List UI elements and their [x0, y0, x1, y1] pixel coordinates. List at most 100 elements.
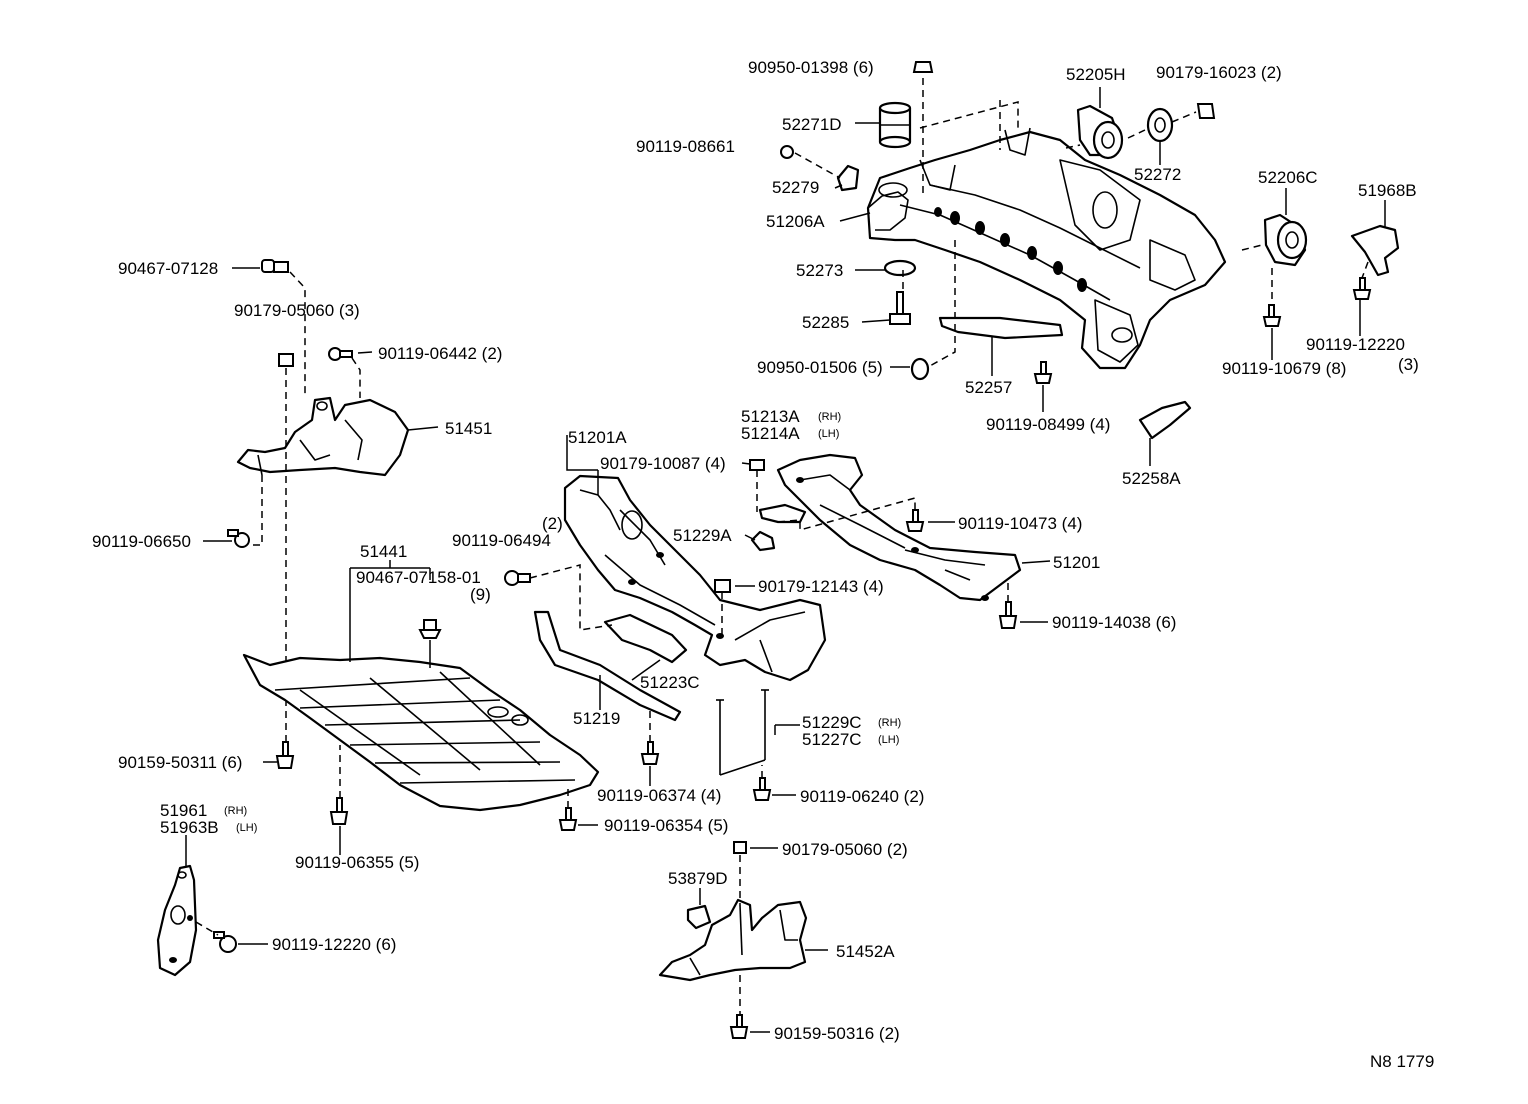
brace-52258A	[1138, 400, 1192, 440]
label-90119-06355: 90119-06355 (5)	[295, 853, 419, 872]
label-51206A: 51206A	[766, 212, 825, 231]
leaders-51961	[185, 835, 268, 945]
brace-51229C	[716, 689, 769, 776]
label-52258A: 52258A	[1122, 469, 1181, 488]
bolt-90119-12220-front	[213, 931, 237, 953]
label-51201A: 51201A	[568, 428, 627, 447]
label-90179-05060-3: 90179-05060 (3)	[234, 301, 360, 320]
label-51223C: 51223C	[640, 673, 700, 692]
label-51213A-rh: (RH)	[818, 411, 841, 423]
label-90119-12220-rear: 90119-12220	[1306, 335, 1405, 354]
diagram-code: N8 1779	[1370, 1052, 1434, 1071]
bolt-90119-06240	[752, 777, 772, 801]
bolt-90119-06494	[504, 570, 531, 586]
label-51961: 51961	[160, 801, 207, 820]
label-51229A: 51229A	[673, 526, 732, 545]
label-90119-06494: 90119-06494	[452, 531, 551, 550]
bolt-90119-08499	[1033, 361, 1053, 384]
bolt-90119-08661	[780, 145, 794, 159]
bushing-52271D	[878, 101, 912, 149]
label-51963B: 51963B	[160, 818, 219, 837]
label-90119-06650: 90119-06650	[92, 532, 191, 551]
label-52206C: 52206C	[1258, 168, 1318, 187]
brace-51219	[533, 610, 682, 722]
label-52257: 52257	[965, 378, 1012, 397]
bolt-90119-06650	[227, 529, 250, 548]
bolt-90119-06355	[329, 797, 349, 825]
label-90179-16023: 90179-16023 (2)	[1156, 63, 1282, 82]
label-90179-05060-2: 90179-05060 (2)	[782, 840, 908, 859]
leaders-left-shield	[203, 267, 439, 680]
label-90119-06354: 90119-06354 (5)	[604, 816, 728, 835]
label-52271D: 52271D	[782, 115, 842, 134]
crossmember-51201A	[563, 474, 827, 682]
label-90119-08499: 90119-08499 (4)	[986, 415, 1110, 434]
label-90950-01506: 90950-01506 (5)	[757, 358, 883, 377]
bolt-90119-06442	[328, 347, 353, 361]
bolt-90159-50316	[729, 1014, 749, 1039]
label-90119-12220-rear-qty: (3)	[1398, 355, 1419, 374]
label-52279: 52279	[772, 178, 819, 197]
engine-under-cover-51451	[236, 396, 410, 477]
retainer-53879D	[686, 904, 712, 930]
label-52205H: 52205H	[1066, 65, 1126, 84]
bushing-52205H	[1076, 104, 1124, 160]
bushing-52272	[1146, 107, 1174, 143]
label-51229C-rh: (RH)	[878, 717, 901, 729]
label-52272: 52272	[1134, 165, 1181, 184]
label-90119-06240: 90119-06240 (2)	[800, 787, 924, 806]
bolt-90119-14038	[998, 601, 1018, 629]
label-52285: 52285	[802, 313, 849, 332]
bolt-90467-07128	[261, 259, 289, 273]
bolt-90159-50311	[275, 741, 295, 769]
label-51229C: 51229C	[802, 713, 862, 732]
crossmember-51201	[776, 453, 1022, 602]
label-51961-rh: (RH)	[224, 805, 247, 817]
label-51201: 51201	[1053, 553, 1100, 572]
bolt-52285	[889, 291, 911, 325]
bolt-90119-06374	[640, 741, 660, 765]
bolt-90119-12220-rear	[1352, 277, 1372, 300]
label-90119-12220-front: 90119-12220 (6)	[272, 935, 396, 954]
brace-52257	[938, 316, 1064, 340]
label-52273: 52273	[796, 261, 843, 280]
bolt-90119-06354	[558, 807, 578, 831]
label-90179-10087: 90179-10087 (4)	[600, 454, 726, 473]
engine-under-cover-51452A	[658, 898, 808, 982]
clip-90467-07158-01	[418, 619, 442, 639]
label-90467-07128: 90467-07128	[118, 259, 218, 278]
bushing-52206C	[1263, 213, 1308, 267]
label-90119-06494-qty: (2)	[542, 514, 563, 533]
label-90119-10679: 90119-10679 (8)	[1222, 359, 1346, 378]
bracket-51213A	[758, 503, 807, 524]
label-51227C: 51227C	[802, 730, 862, 749]
label-51219: 51219	[573, 709, 620, 728]
nut-90950-01398	[912, 61, 934, 73]
bracket-51961	[156, 864, 198, 977]
bolt-90179-05060-left	[278, 353, 294, 367]
brace-51223C	[603, 613, 688, 664]
nut-90179-10087	[749, 459, 765, 471]
engine-under-cover-51441	[242, 653, 600, 812]
part-labels: 90950-01398 (6) 52205H 90179-16023 (2) 5…	[92, 58, 1434, 1071]
label-90179-12143: 90179-12143 (4)	[758, 577, 884, 596]
label-90119-06442: 90119-06442 (2)	[378, 344, 502, 363]
bracket-51968B	[1350, 224, 1400, 277]
bolt-90119-10473	[905, 509, 925, 532]
label-51441: 51441	[360, 542, 407, 561]
label-90159-50311: 90159-50311 (6)	[118, 753, 242, 772]
leaders-51452A	[699, 847, 828, 1033]
label-51214A-lh: (LH)	[818, 428, 839, 440]
stopper-51229A	[750, 530, 776, 552]
label-53879D: 53879D	[668, 869, 728, 888]
label-90467-07158-01: 90467-07158-01	[356, 568, 481, 587]
label-51963B-lh: (LH)	[236, 822, 257, 834]
nut-90950-01506	[910, 357, 930, 381]
label-51227C-lh: (LH)	[878, 734, 899, 746]
nut-90179-05060-bottom	[733, 841, 747, 854]
bolt-90119-10679	[1262, 304, 1282, 327]
label-90119-10473: 90119-10473 (4)	[958, 514, 1082, 533]
label-90950-01398: 90950-01398 (6)	[748, 58, 874, 77]
nut-90179-16023	[1196, 103, 1216, 119]
